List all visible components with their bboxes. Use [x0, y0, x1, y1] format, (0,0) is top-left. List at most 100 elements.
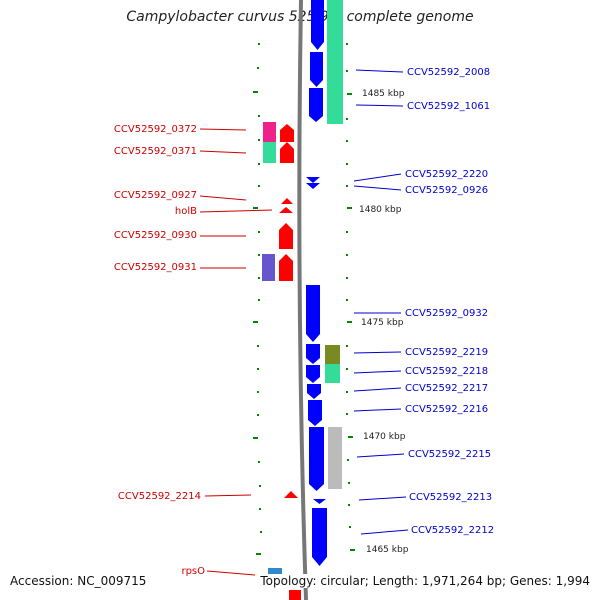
leader-line: [356, 453, 405, 458]
gene-label: CCV52592_0931: [114, 262, 197, 273]
leader-line: [199, 128, 247, 131]
leader-line: [353, 387, 402, 392]
scale-label: 1470 kbp: [363, 432, 406, 442]
feature-block-teal: [327, 0, 343, 124]
tick-mark: [346, 140, 348, 142]
gene-arrow: [312, 508, 327, 566]
gene-arrow: [313, 499, 326, 504]
leader-line: [199, 150, 247, 154]
reverse-gene-labels: CCV52592_2008 CCV52592_1061 CCV52592_222…: [405, 67, 494, 536]
gene-label: CCV52592_2220: [405, 169, 488, 180]
tick-mark: [258, 299, 260, 301]
leader-line: [360, 529, 409, 535]
feature-block-teal: [325, 364, 340, 383]
gene-arrow: [279, 254, 293, 281]
tick-mark: [258, 254, 260, 256]
tick-mark: [346, 163, 348, 165]
gene-arrow: [311, 0, 324, 50]
gene-arrow: [306, 285, 320, 342]
tick-mark: [346, 231, 348, 233]
scale-labels: 1485 kbp 1480 kbp 1475 kbp 1470 kbp 1465…: [359, 89, 409, 555]
tick-mark: [346, 391, 348, 393]
feature-block-olive: [325, 345, 340, 364]
tick-mark: [346, 254, 348, 256]
gene-label: CCV52592_2216: [405, 404, 488, 415]
tick-mark: [257, 391, 259, 393]
tick-mark: [348, 436, 353, 438]
gene-label: CCV52592_2218: [405, 366, 488, 377]
gene-label: CCV52592_2213: [409, 492, 492, 503]
leader-line: [358, 496, 407, 501]
gene-arrow: [280, 124, 294, 142]
tick-mark: [258, 163, 260, 165]
tick-mark: [347, 459, 349, 461]
gene-arrow: [306, 365, 320, 383]
tick-mark: [346, 43, 348, 45]
gene-label: CCV52592_1061: [407, 101, 490, 112]
leader-line: [199, 195, 247, 201]
scale-label: 1465 kbp: [366, 545, 409, 555]
feature-block-blue: [268, 568, 282, 574]
gene-block: [289, 590, 301, 600]
gene-label: CCV52592_0930: [114, 230, 197, 241]
tick-mark: [258, 115, 260, 117]
tick-mark: [253, 437, 258, 439]
tick-mark: [257, 67, 259, 69]
tick-mark: [346, 368, 348, 370]
forward-gene-labels: CCV52592_0372 CCV52592_0371 CCV52592_092…: [114, 124, 205, 577]
gene-arrow: [309, 88, 323, 122]
tick-mark: [258, 231, 260, 233]
gene-label: CCV52592_0371: [114, 146, 197, 157]
gene-arrow: [279, 207, 293, 213]
scale-label: 1475 kbp: [361, 318, 404, 328]
forward-strand-genes: [279, 124, 301, 600]
gene-label: CCV52592_2008: [407, 67, 490, 78]
feature-block-magenta: [263, 122, 276, 142]
tick-mark: [346, 118, 348, 120]
tick-mark: [257, 368, 259, 370]
genome-backbone: [297, 0, 308, 600]
feature-block-gray: [328, 427, 342, 489]
gene-label: CCV52592_2217: [405, 383, 488, 394]
tick-mark: [253, 207, 258, 209]
tick-mark: [346, 413, 348, 415]
tick-mark: [259, 485, 261, 487]
gene-arrow: [307, 384, 321, 399]
leader-line: [353, 185, 402, 191]
leader-line: [353, 351, 402, 354]
tick-mark: [256, 553, 261, 555]
gene-arrow: [284, 491, 298, 498]
leader-line: [204, 494, 252, 497]
forward-strand-features: [262, 122, 282, 574]
tick-mark: [348, 482, 350, 484]
tick-mark: [258, 277, 260, 279]
reverse-strand-genes: [306, 0, 327, 566]
tick-mark: [350, 549, 355, 551]
gene-label: holB: [175, 206, 197, 217]
tick-mark: [253, 91, 258, 93]
gene-label: rpsO: [181, 566, 205, 577]
gene-arrow: [308, 400, 322, 426]
leader-line: [353, 408, 402, 412]
scale-label: 1480 kbp: [359, 205, 402, 215]
gene-arrow: [281, 198, 293, 204]
label-leader-lines: [199, 69, 409, 576]
gene-arrow: [310, 52, 323, 87]
leader-line: [353, 173, 402, 182]
tick-mark: [258, 461, 260, 463]
tick-mark: [258, 43, 260, 45]
gene-label: CCV52592_0926: [405, 185, 488, 196]
scale-label: 1485 kbp: [362, 89, 405, 99]
leader-line: [206, 570, 256, 576]
tick-mark: [260, 531, 262, 533]
tick-mark: [257, 345, 259, 347]
tick-mark: [346, 299, 348, 301]
leader-line: [199, 209, 273, 213]
gene-label: CCV52592_2219: [405, 347, 488, 358]
gene-label: CCV52592_0932: [405, 308, 488, 319]
feature-block-teal: [263, 142, 276, 163]
gene-label: CCV52592_0927: [114, 190, 197, 201]
tick-mark: [347, 207, 352, 209]
